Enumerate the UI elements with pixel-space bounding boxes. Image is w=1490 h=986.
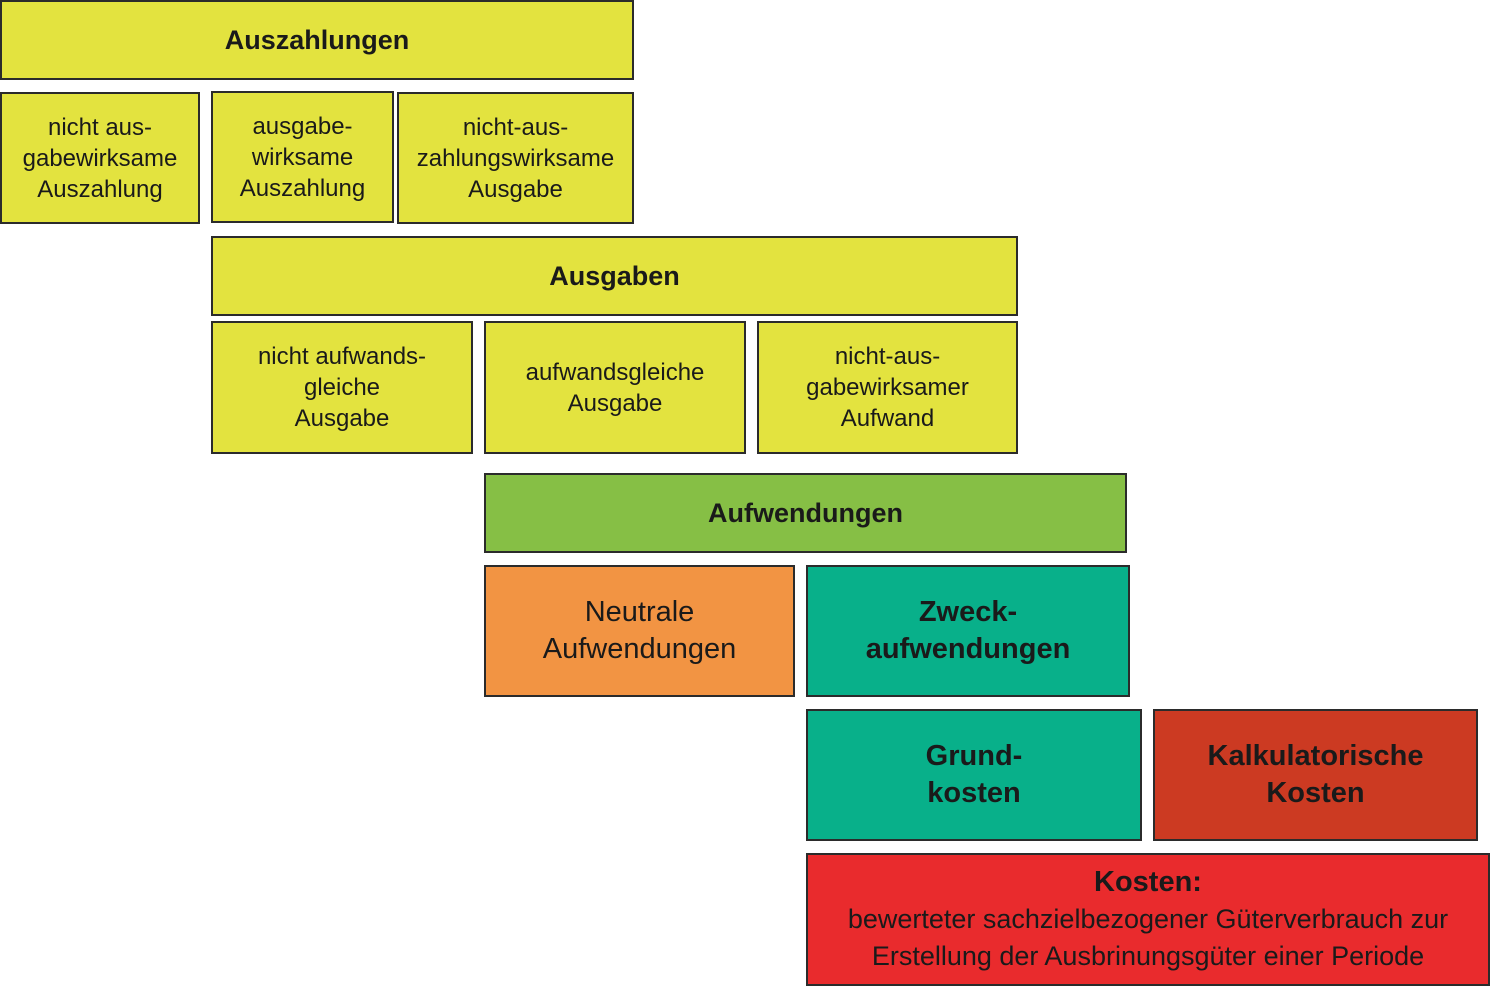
grundkosten-line-1: Grund-: [925, 740, 1023, 772]
aufwendungen-label: Aufwendungen: [708, 497, 903, 528]
kalkulatorische-kosten-line-1: Kalkulatorische: [1207, 740, 1424, 772]
nicht-ausgabewirksame-auszahlung-line-1: nicht aus-: [47, 113, 153, 141]
aufwendungen-box: Aufwendungen: [484, 473, 1127, 553]
nicht-ausgabewirksame-auszahlung-box: nicht aus- gabewirksame Auszahlung: [0, 92, 200, 224]
ausgabewirksame-auszahlung-box: ausgabe- wirksame Auszahlung: [211, 91, 394, 223]
aufwandsgleiche-ausgabe-box: aufwandsgleiche Ausgabe: [484, 321, 746, 454]
nicht-auszahlungswirksame-ausgabe-line-1: nicht-aus-: [462, 113, 569, 141]
kosten-definition-line-1: bewerteter sachzielbezogener Güterverbra…: [847, 904, 1449, 934]
ausgaben-label: Ausgaben: [549, 260, 680, 291]
ausgabewirksame-auszahlung-line-1: ausgabe-: [252, 112, 353, 140]
zweckaufwendungen-box: Zweck- aufwendungen: [806, 565, 1130, 697]
nicht-ausgabewirksamer-aufwand-line-3: Aufwand: [840, 405, 935, 432]
nicht-ausgabewirksamer-aufwand-box: nicht-aus- gabewirksamer Aufwand: [757, 321, 1018, 454]
ausgabewirksame-auszahlung-line-2: wirksame: [251, 143, 354, 171]
kosten-title: Kosten:: [1094, 866, 1202, 898]
neutrale-aufwendungen-box: Neutrale Aufwendungen: [484, 565, 795, 697]
auszahlungen-label: Auszahlungen: [224, 24, 410, 55]
auszahlungen-box: Auszahlungen: [0, 0, 634, 80]
kalkulatorische-kosten-box: Kalkulatorische Kosten: [1153, 709, 1478, 841]
nicht-ausgabewirksamer-aufwand-line-1: nicht-aus-: [834, 343, 941, 370]
nicht-aufwandsgleiche-ausgabe-box: nicht aufwands- gleiche Ausgabe: [211, 321, 473, 454]
nicht-auszahlungswirksame-ausgabe-line-3: Ausgabe: [468, 175, 563, 203]
zweckaufwendungen-line-2: aufwendungen: [865, 633, 1071, 665]
aufwandsgleiche-ausgabe-line-2: Ausgabe: [567, 389, 663, 417]
nicht-ausgabewirksamer-aufwand-line-2: gabewirksamer: [806, 374, 969, 401]
aufwandsgleiche-ausgabe-line-1: aufwandsgleiche: [525, 358, 705, 386]
kosten-box: Kosten: bewerteter sachzielbezogener Güt…: [806, 853, 1490, 986]
neutrale-aufwendungen-line-2: Aufwendungen: [542, 633, 737, 665]
kalkulatorische-kosten-line-2: Kosten: [1266, 777, 1365, 809]
kosten-definition-line-2: Erstellung der Ausbrinungsgüter einer Pe…: [871, 941, 1425, 971]
nicht-aufwandsgleiche-ausgabe-line-1: nicht aufwands-: [257, 343, 427, 370]
grundkosten-box: Grund- kosten: [806, 709, 1142, 841]
nicht-aufwandsgleiche-ausgabe-line-3: Ausgabe: [294, 405, 390, 432]
grundkosten-line-2: kosten: [927, 777, 1021, 809]
zweckaufwendungen-line-1: Zweck-: [918, 596, 1018, 628]
nicht-aufwandsgleiche-ausgabe-line-2: gleiche: [303, 374, 381, 401]
nicht-auszahlungswirksame-ausgabe-line-2: zahlungswirksame: [416, 144, 615, 172]
ausgaben-box: Ausgaben: [211, 236, 1018, 316]
nicht-ausgabewirksame-auszahlung-line-3: Auszahlung: [37, 175, 163, 203]
nicht-auszahlungswirksame-ausgabe-box: nicht-aus- zahlungswirksame Ausgabe: [397, 92, 634, 224]
nicht-ausgabewirksame-auszahlung-line-2: gabewirksame: [22, 144, 178, 172]
neutrale-aufwendungen-line-1: Neutrale: [584, 596, 695, 628]
ausgabewirksame-auszahlung-line-3: Auszahlung: [239, 174, 366, 202]
